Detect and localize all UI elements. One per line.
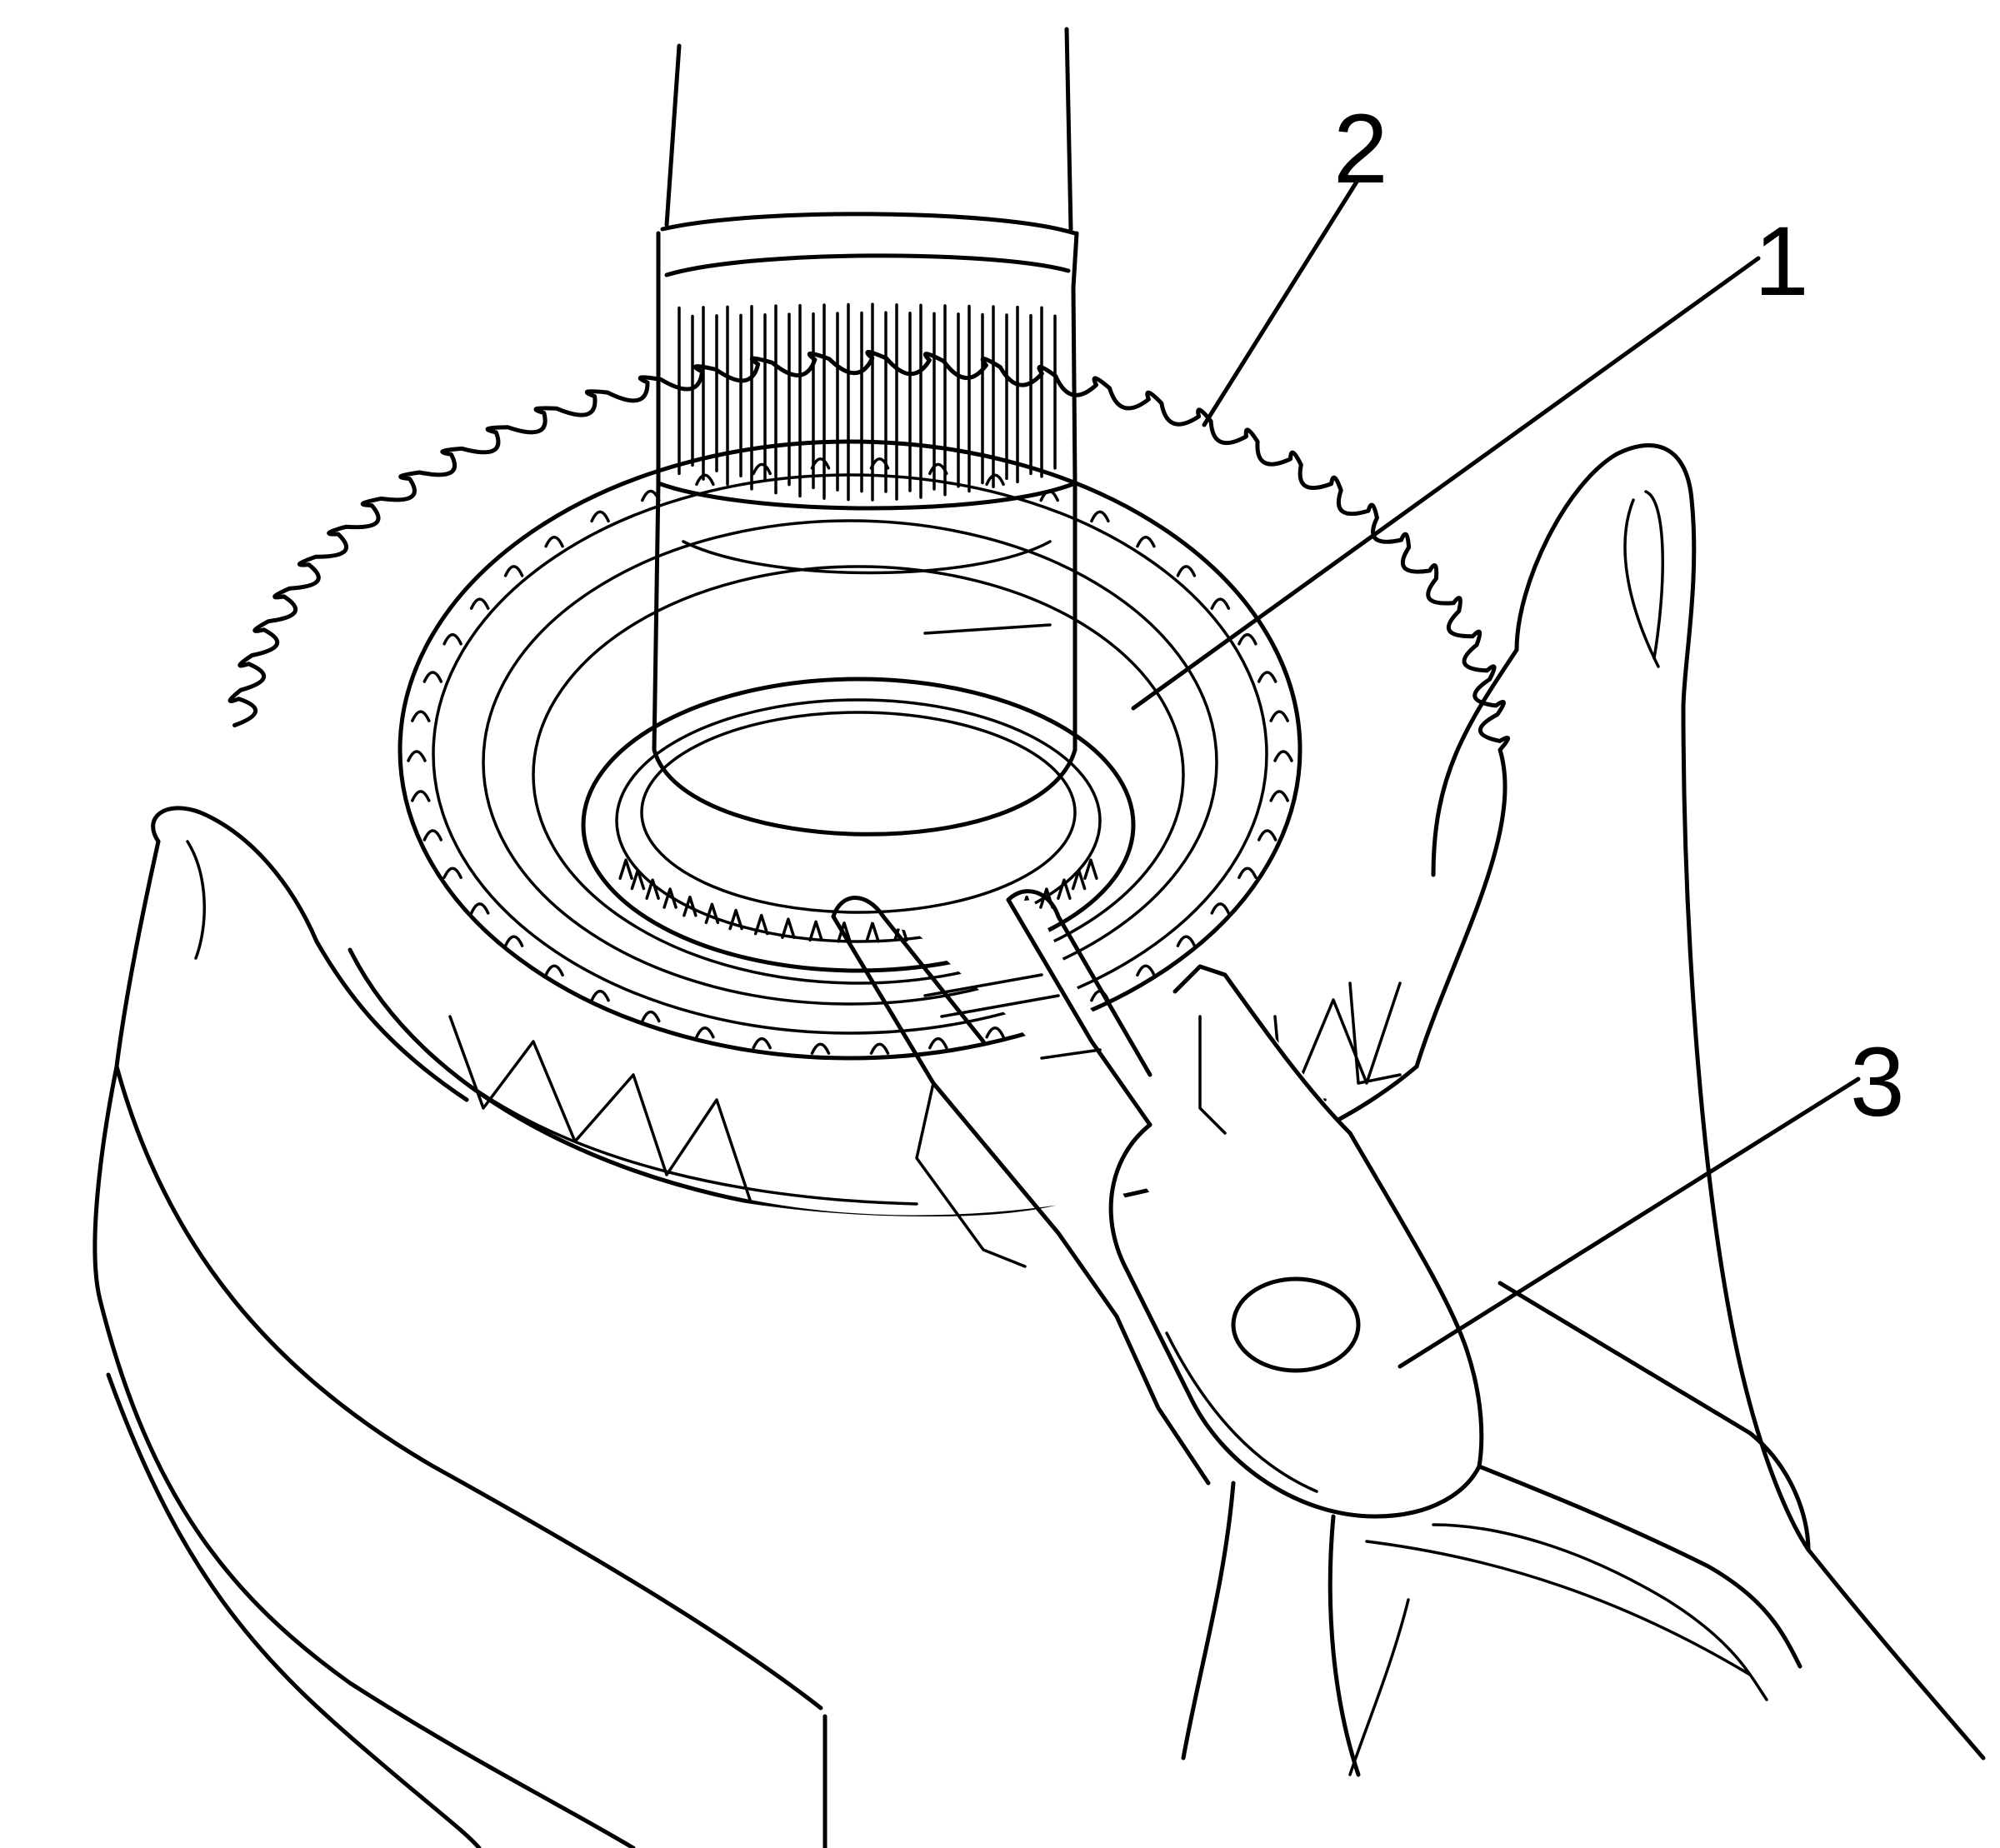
hub-notch [1257,671,1278,683]
hub-notch [1176,565,1197,577]
shaft-splines [656,281,1078,511]
hub-notch [1238,867,1258,879]
snap-ring-tooth [682,895,698,917]
spline-groove [774,304,791,495]
hub-notch [1269,710,1289,722]
snap-ring-tooth [1057,878,1072,900]
hub-notch [1039,489,1059,502]
hub-notch [422,829,443,842]
hub-notch [1210,902,1231,915]
spline-groove [871,302,888,502]
spline-groove [798,303,815,498]
hub-notch [1257,829,1278,842]
spline-groove [919,303,936,499]
hub-notch [869,457,890,470]
spline-groove [678,306,694,476]
snap-ring-pliers [831,889,1802,1777]
hub-notch [442,867,462,879]
hub-notch [985,1026,1005,1039]
hub-notch [985,473,1005,487]
spline-groove [702,306,718,481]
snap-ring-tooth [645,878,660,900]
hub-notch [544,964,564,977]
left-hand [0,806,1250,1848]
hub-notch [810,457,831,470]
hub-notch [1136,536,1156,548]
spline-groove [822,303,839,500]
output-shaft [656,27,1079,290]
spline-groove [750,305,767,491]
shaft-body [652,481,1078,837]
spline-groove [1040,306,1057,478]
snap-ring-tooth [1071,868,1087,891]
gear-hub-ring [398,439,1302,1061]
hub-notch [469,902,490,915]
hub-notch [641,489,661,502]
snap-ring-tooth [753,913,769,936]
snap-ring-tooth [865,922,880,943]
hub-notch [407,750,427,762]
hub-notch [503,565,524,577]
snap-ring-tooth [728,908,743,931]
hub-notch [590,510,610,523]
hub-notch [695,1026,715,1039]
callout-3: 3 [1850,1027,1905,1137]
hub-notch [1136,964,1156,977]
snap-ring-tooth [704,902,720,925]
hub-notch [1176,935,1197,947]
snap-ring-tooth [662,887,678,909]
leader-2 [1202,177,1361,427]
leader-3 [1398,1076,1861,1369]
callout-2: 2 [1333,94,1388,204]
hub-notch [411,710,431,722]
right-hand [1300,443,1986,1848]
hub-notch [928,462,948,476]
spline-groove [726,305,742,487]
snap-ring-tooth [1083,858,1098,880]
snap-ring-tooth [630,868,646,891]
hub-notch [469,597,490,610]
hub-notch [442,633,462,646]
hub-notch [928,1036,948,1050]
snap-ring-tooth [837,922,852,943]
hub-notch [544,536,564,548]
hub-notch [1210,597,1231,610]
leader-lines [1131,177,1861,1369]
snap-ring-tooth [618,858,633,880]
hub-notch [1273,750,1293,762]
hub-notch [422,671,443,683]
spline-groove [847,302,863,502]
leader-1 [1131,256,1761,711]
hub-notch [752,1036,772,1050]
spline-groove [895,302,912,501]
hub-notch [503,935,524,947]
hub-notch [869,1042,890,1055]
hub-notch [810,1042,831,1055]
snap-ring-tooth [781,917,796,939]
spline-groove [968,304,984,493]
spline-groove [1016,305,1032,484]
callout-1: 1 [1754,207,1809,317]
hub-notch [411,790,431,802]
spline-groove [943,304,960,497]
hub-notch [641,1010,661,1023]
hub-notch [1269,790,1289,802]
snap-ring-tooth [808,920,823,942]
hub-notch [1090,510,1110,523]
hub-notch [752,462,772,476]
hub-notch [590,989,610,1002]
hub-notch [1238,633,1258,646]
snap-ring [581,677,1136,973]
hub-notch [695,473,715,487]
